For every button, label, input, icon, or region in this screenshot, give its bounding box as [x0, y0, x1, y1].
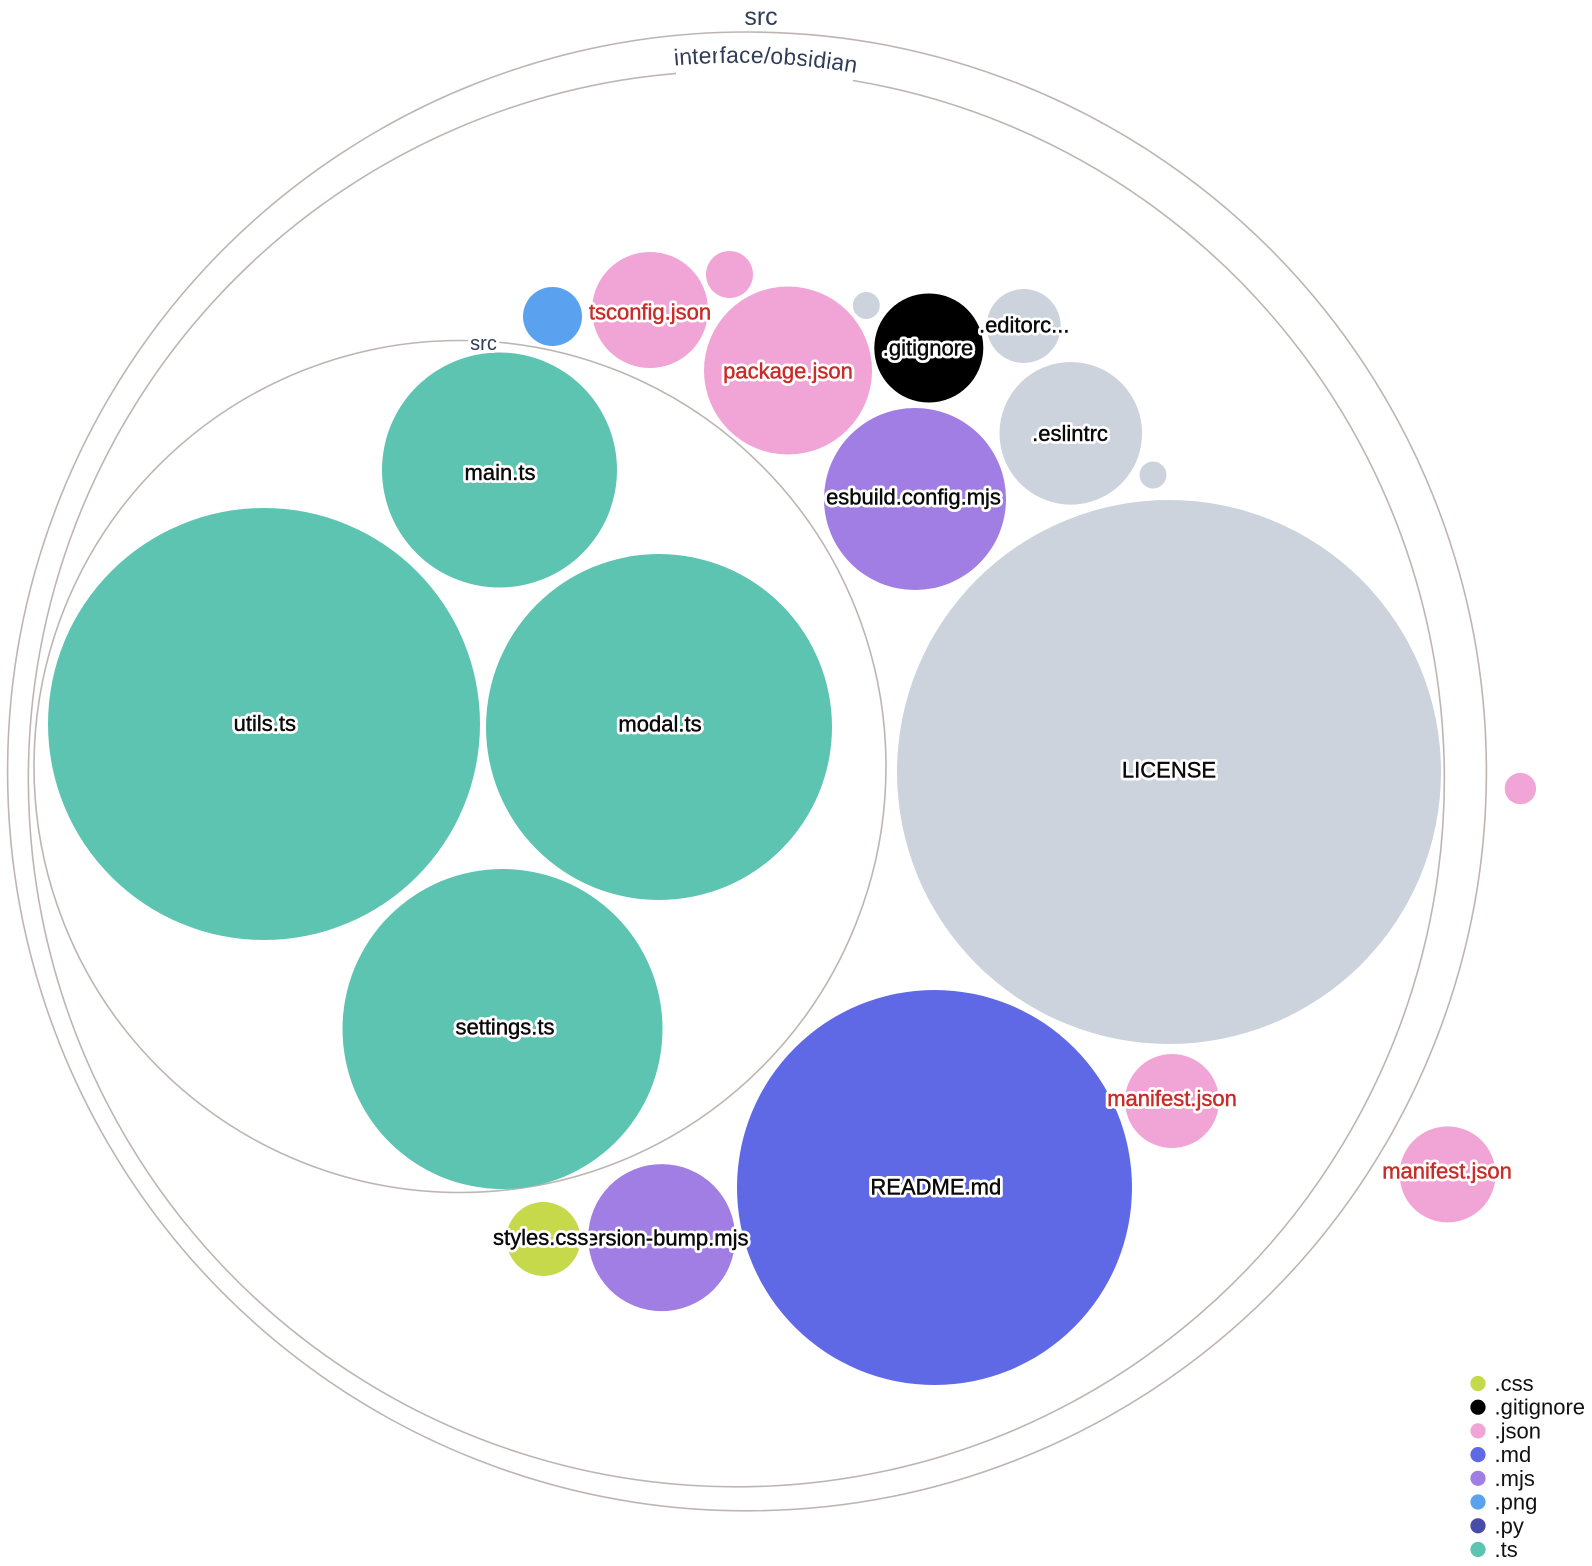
svg-text:src: src [744, 3, 777, 31]
svg-text:esbuild.config.mjs: esbuild.config.mjs [826, 485, 1001, 510]
svg-text:interface/obsidian: interface/obsidian [673, 42, 860, 78]
svg-text:.gitignore: .gitignore [883, 336, 974, 361]
svg-text:.gitignore: .gitignore [883, 336, 974, 361]
svg-text:LICENSE: LICENSE [1122, 758, 1216, 783]
svg-text:settings.ts: settings.ts [455, 1015, 554, 1040]
svg-text:package.json: package.json [723, 359, 853, 384]
svg-text:.editorc...: .editorc... [979, 312, 1069, 337]
svg-text:.mjs: .mjs [1495, 1466, 1535, 1491]
svg-text:settings.ts: settings.ts [455, 1015, 554, 1040]
svg-text:main.ts: main.ts [465, 460, 536, 485]
svg-text:.md: .md [1495, 1442, 1532, 1467]
svg-text:manifest.json: manifest.json [1107, 1086, 1237, 1111]
svg-text:tsconfig.json: tsconfig.json [589, 300, 711, 325]
svg-text:src: src [470, 333, 497, 355]
svg-text:.eslintrc: .eslintrc [1032, 421, 1108, 446]
svg-text:modal.ts: modal.ts [618, 712, 701, 737]
svg-text:version-bump.mjs: version-bump.mjs [575, 1226, 749, 1251]
svg-text:manifest.json: manifest.json [1382, 1159, 1512, 1184]
svg-text:modal.ts: modal.ts [618, 712, 701, 737]
svg-text:.gitignore: .gitignore [1495, 1395, 1586, 1420]
svg-text:README.md: README.md [870, 1175, 1001, 1200]
svg-text:styles.css: styles.css [493, 1225, 588, 1250]
svg-text:manifest.json: manifest.json [1382, 1159, 1512, 1184]
svg-text:.eslintrc: .eslintrc [1032, 421, 1108, 446]
svg-text:.png: .png [1495, 1490, 1538, 1515]
svg-text:version-bump.mjs: version-bump.mjs [575, 1226, 749, 1251]
svg-text:.ts: .ts [1495, 1537, 1518, 1562]
svg-text:.json: .json [1495, 1418, 1541, 1443]
svg-text:utils.ts: utils.ts [234, 711, 296, 736]
svg-text:main.ts: main.ts [465, 460, 536, 485]
svg-text:.py: .py [1495, 1513, 1524, 1538]
svg-text:tsconfig.json: tsconfig.json [589, 300, 711, 325]
svg-text:esbuild.config.mjs: esbuild.config.mjs [826, 485, 1001, 510]
svg-text:.editorc...: .editorc... [979, 312, 1069, 337]
svg-text:.css: .css [1495, 1371, 1534, 1396]
svg-text:package.json: package.json [723, 359, 853, 384]
svg-text:utils.ts: utils.ts [234, 711, 296, 736]
svg-text:manifest.json: manifest.json [1107, 1086, 1237, 1111]
svg-text:README.md: README.md [870, 1175, 1001, 1200]
svg-text:styles.css: styles.css [493, 1225, 588, 1250]
svg-text:LICENSE: LICENSE [1122, 758, 1216, 783]
